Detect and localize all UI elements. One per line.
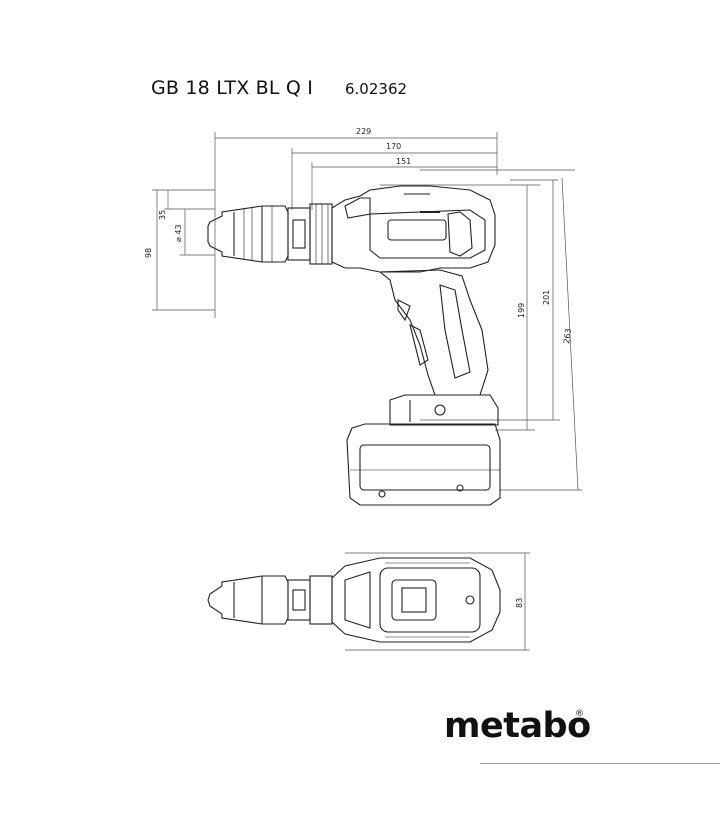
- dim-263: 263: [562, 328, 573, 344]
- dim-229: 229: [356, 127, 371, 136]
- dim-170: 170: [386, 142, 401, 151]
- metabo-logo: metabo: [444, 706, 591, 746]
- dim-83: 83: [515, 598, 524, 608]
- model-title: GB 18 LTX BL Q I: [151, 77, 314, 99]
- article-number: 6.02362: [345, 80, 408, 98]
- dim-151: 151: [396, 157, 411, 166]
- dim-199: 199: [517, 303, 526, 318]
- footer-rule: [480, 763, 720, 764]
- dim-201: 201: [542, 290, 551, 305]
- drill-side-view: [207, 185, 501, 506]
- registered-mark: ®: [575, 709, 584, 719]
- dim-98: 98: [144, 248, 153, 258]
- dim-35: 35: [158, 210, 167, 220]
- dim-43: ⌀ 43: [174, 224, 183, 242]
- drill-top-view: [207, 557, 501, 643]
